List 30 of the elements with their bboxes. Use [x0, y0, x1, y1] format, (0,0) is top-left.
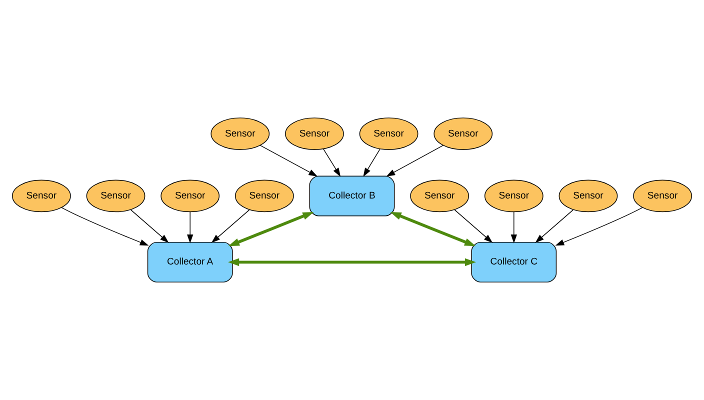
arrow	[130, 209, 169, 243]
node-ellipse: Sensor	[210, 118, 270, 150]
arrow	[454, 209, 493, 243]
node-ellipse: Sensor	[160, 180, 220, 212]
arrow	[363, 148, 380, 177]
node-box: Collector C	[471, 242, 557, 282]
arrow	[61, 207, 149, 246]
node-box: Collector A	[147, 242, 233, 282]
node-ellipse: Sensor	[558, 180, 618, 212]
arrow	[228, 258, 476, 266]
node-ellipse: Sensor	[86, 180, 146, 212]
node-ellipse: Sensor	[484, 180, 544, 212]
node-ellipse: Sensor	[633, 180, 692, 212]
arrow	[535, 209, 574, 243]
node-ellipse: Sensor	[234, 180, 294, 212]
arrow	[187, 212, 194, 244]
arrow	[510, 212, 517, 244]
node-ellipse: Sensor	[410, 180, 470, 212]
arrow	[390, 212, 476, 246]
arrow	[228, 212, 314, 246]
node-box: Collector B	[309, 176, 395, 216]
arrow	[555, 207, 643, 246]
arrow	[260, 144, 318, 177]
node-ellipse: Sensor	[285, 118, 344, 150]
node-ellipse: Sensor	[359, 118, 418, 150]
arrow	[211, 209, 250, 243]
arrow	[323, 148, 341, 177]
node-ellipse: Sensor	[12, 180, 71, 212]
arrow	[386, 144, 444, 177]
node-ellipse: Sensor	[434, 118, 493, 150]
